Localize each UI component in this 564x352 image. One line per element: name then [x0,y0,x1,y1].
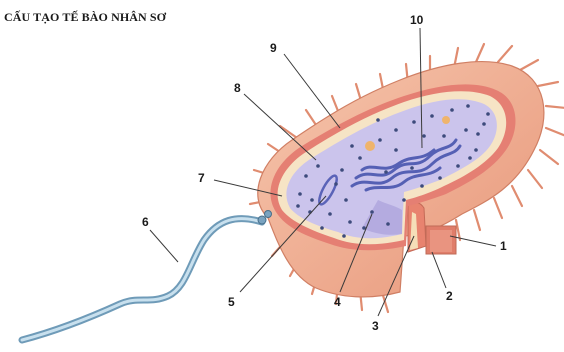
pilus [494,198,502,218]
label-8: 8 [234,81,241,95]
ribosome [316,164,320,168]
ribosome [370,210,374,214]
ribosome [476,132,480,136]
ribosome [464,128,468,132]
ribosome [342,234,346,238]
label-6: 6 [142,215,149,229]
ribosome [466,104,470,108]
ribosome [376,118,380,122]
ribosome [334,182,338,186]
pilus [474,210,480,230]
leader-6 [150,230,178,262]
ribosome [474,148,478,152]
ribosome [486,112,490,116]
pilus [538,82,558,86]
pilus [512,186,522,206]
ribosome [410,166,414,170]
ribosome [344,198,348,202]
pilus [520,60,538,70]
label-9: 9 [270,41,277,55]
ribosome [320,226,324,230]
ribosome [310,198,314,202]
label-3: 3 [372,319,379,333]
flagellum [22,219,262,340]
ribosome [402,198,406,202]
pilus [498,46,512,62]
ribosome [304,174,308,178]
label-10: 10 [410,13,424,27]
label-4: 4 [334,295,341,309]
ribosome [348,220,352,224]
pilus [476,44,484,62]
label-1: 1 [500,239,507,253]
label-2: 2 [446,289,453,303]
leader-9 [284,54,340,128]
pilus [546,106,564,108]
ribosome [442,134,446,138]
ribosome [450,108,454,112]
ribosome [430,114,434,118]
ribosome [350,144,354,148]
ribosome [298,192,302,196]
ribosome [456,164,460,168]
label-7: 7 [198,171,205,185]
ribosome [358,156,362,160]
ribosome [468,156,472,160]
ribosome [438,176,442,180]
ribosome [394,148,398,152]
pilus [540,150,558,164]
storage-granule [365,141,375,151]
leader-1 [450,236,496,246]
ribosome [394,128,398,132]
ribosome [384,170,388,174]
ribosome [420,184,424,188]
ribosome [386,222,390,226]
ribosome [412,120,416,124]
leader-2 [432,252,446,288]
ribosome [378,138,382,142]
pilus [528,170,542,188]
pilus [546,128,564,136]
ribosome [482,122,486,126]
ribosome [328,212,332,216]
ribosome [422,134,426,138]
ribosome [296,204,300,208]
label-5: 5 [228,295,235,309]
ribosome [340,168,344,172]
